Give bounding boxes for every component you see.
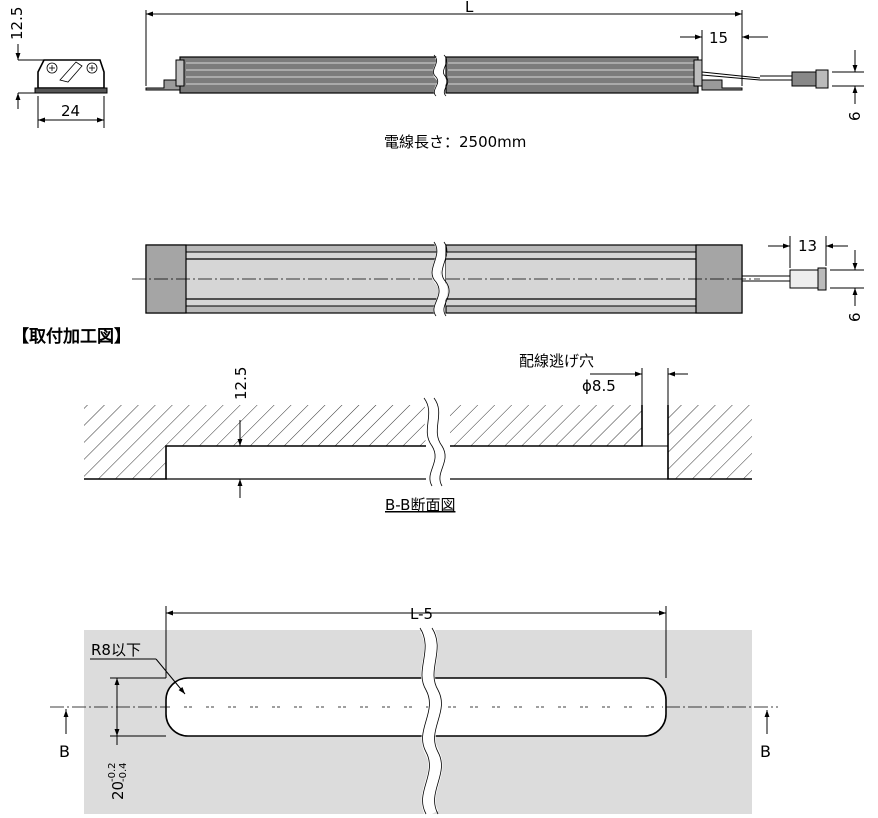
top-view: L 15 6 電線長さ：2500mm bbox=[145, 0, 864, 151]
wire-hole-diameter-label: ϕ8.5 bbox=[582, 377, 616, 395]
front-view-plug-height-label: 6 bbox=[846, 312, 864, 322]
section-label: B-B断面図 bbox=[385, 496, 455, 514]
section-depth-label: 12.5 bbox=[232, 367, 250, 400]
radius-note: R8以下 bbox=[91, 641, 141, 659]
end-view: 12.5 24 bbox=[8, 7, 108, 128]
cutout-tolerance-upper: -0.2 bbox=[107, 762, 118, 782]
front-view-plug-offset-label: 13 bbox=[798, 237, 817, 255]
end-view-width-label: 24 bbox=[61, 102, 80, 120]
mounting-title: 【取付加工図】 bbox=[12, 326, 131, 347]
end-view-height-label: 12.5 bbox=[8, 7, 26, 40]
cutout-view: L-5 R8以下 20 -0.2 -0.4 B B bbox=[50, 605, 778, 818]
section-mark-right: B bbox=[760, 742, 771, 761]
front-view: 13 6 bbox=[132, 236, 864, 322]
cable-length-note: 電線長さ：2500mm bbox=[384, 133, 526, 151]
section-mark-left: B bbox=[59, 742, 70, 761]
cutout-tolerance-lower: -0.4 bbox=[118, 762, 129, 782]
top-view-plug-height-label: 6 bbox=[846, 111, 864, 121]
section-view: 【取付加工図】 12.5 配線逃げ穴 ϕ8.5 B-B断面図 bbox=[12, 326, 752, 514]
cutout-width-label: 20 bbox=[109, 781, 127, 800]
wire-hole-label: 配線逃げ穴 bbox=[519, 352, 594, 370]
top-view-end-offset-label: 15 bbox=[709, 29, 728, 47]
cutout-length-label: L-5 bbox=[410, 605, 433, 623]
top-view-length-label: L bbox=[465, 0, 474, 16]
